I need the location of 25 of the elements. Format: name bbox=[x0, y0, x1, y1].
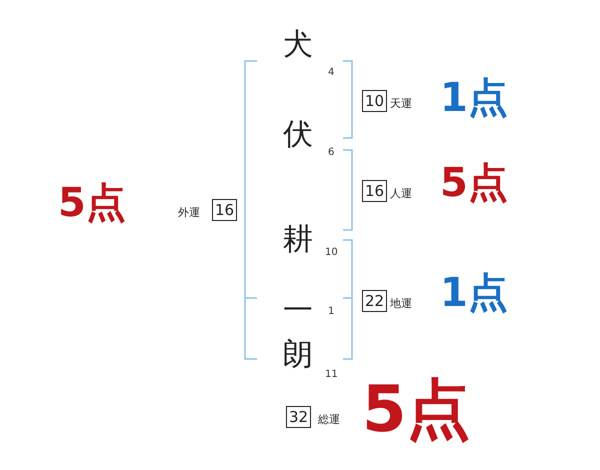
fortune-label: 地運 bbox=[390, 296, 412, 311]
number-box: 32 bbox=[286, 406, 312, 428]
number-box: 10 bbox=[362, 90, 388, 112]
name-character: 伏 bbox=[283, 120, 313, 150]
score-text: 5点 bbox=[440, 163, 508, 203]
fortune-label: 人運 bbox=[390, 186, 412, 201]
stroke-count: 11 bbox=[325, 370, 338, 380]
fortune-label: 天運 bbox=[390, 96, 412, 111]
score-text: 1点 bbox=[440, 273, 508, 313]
number-box: 22 bbox=[362, 290, 388, 312]
fortune-label: 総運 bbox=[318, 412, 340, 427]
stroke-count: 10 bbox=[325, 248, 338, 258]
number-box: 16 bbox=[362, 180, 388, 202]
stroke-count: 4 bbox=[328, 68, 334, 78]
name-character: 朗 bbox=[283, 340, 313, 370]
fortune-label: 外運 bbox=[178, 205, 200, 220]
stroke-count: 1 bbox=[328, 307, 334, 317]
stroke-count: 6 bbox=[328, 148, 334, 158]
score-text: 1点 bbox=[440, 78, 508, 118]
score-text: 5点 bbox=[58, 183, 126, 223]
number-box: 16 bbox=[212, 199, 238, 221]
name-character: 犬 bbox=[283, 30, 313, 60]
score-text: 5点 bbox=[362, 378, 471, 442]
name-character: 一 bbox=[283, 296, 313, 326]
name-character: 耕 bbox=[283, 225, 313, 255]
